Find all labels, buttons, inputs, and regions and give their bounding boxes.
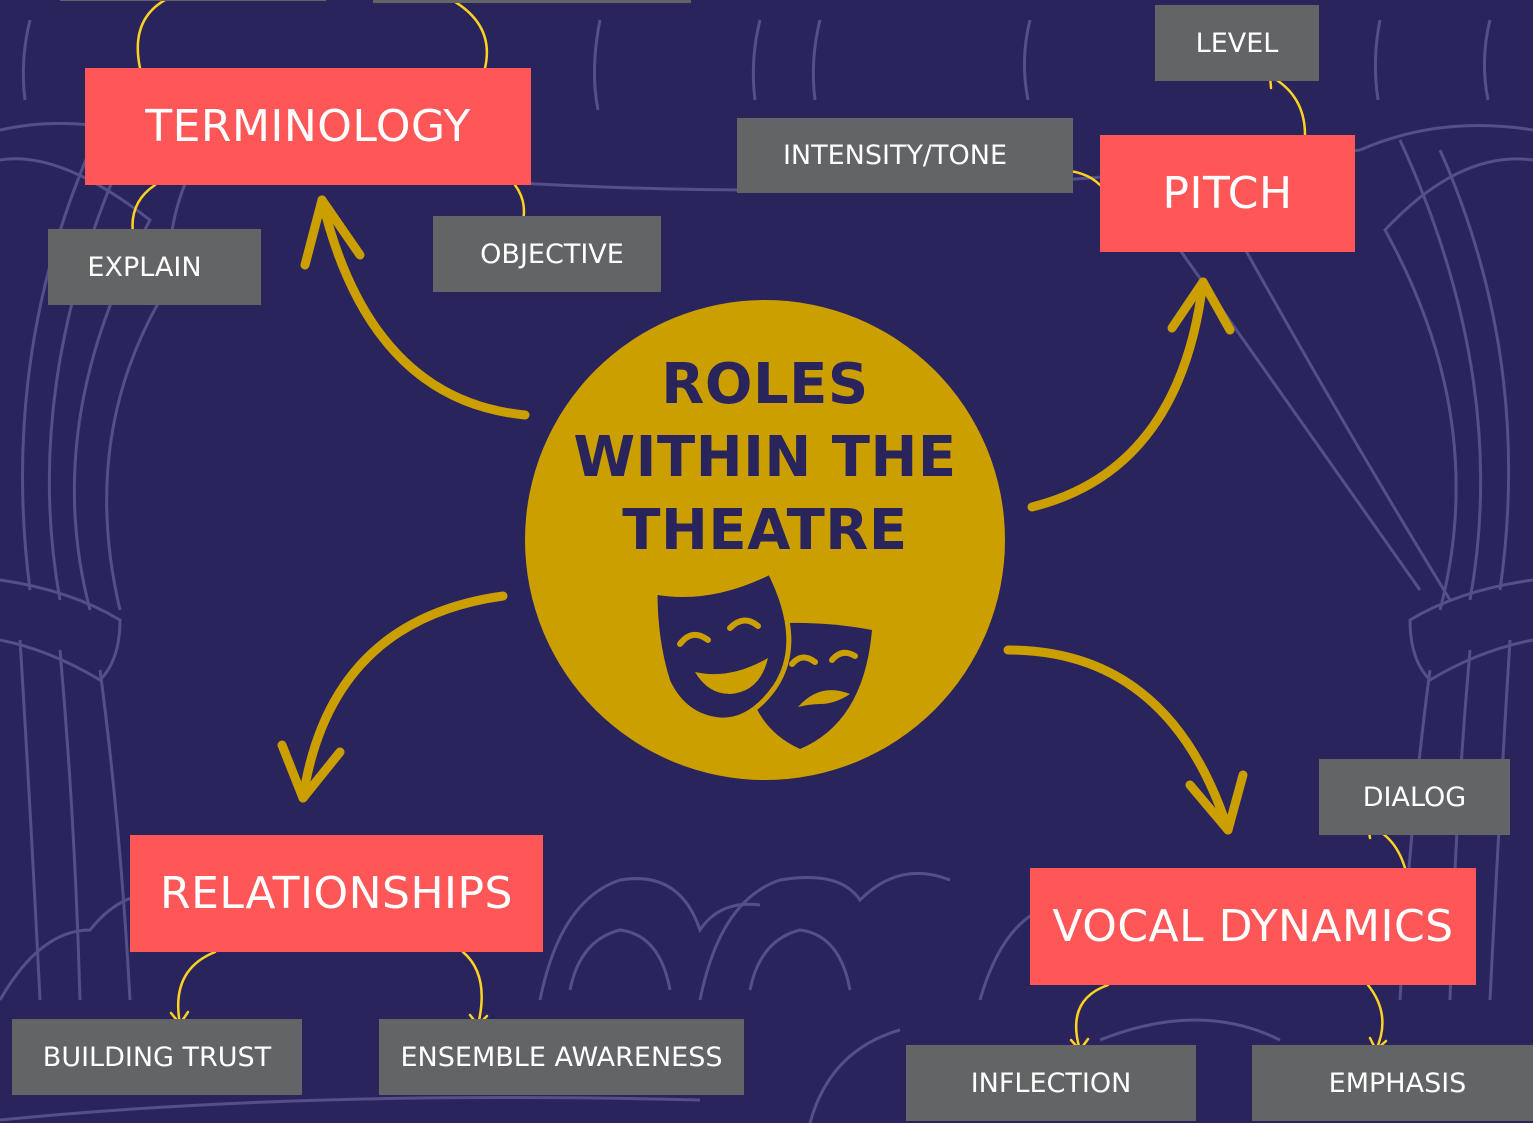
arrow-to-terminology: [300, 195, 530, 420]
node-intensity-tone: INTENSITY/TONE: [737, 118, 1073, 193]
connector-terminology-top-right: [450, 0, 489, 70]
node-ensemble-awareness: ENSEMBLE AWARENESS: [379, 1019, 744, 1095]
center-title: ROLES WITHIN THE THEATRE: [525, 348, 1005, 567]
node-objective: OBJECTIVE: [433, 216, 661, 292]
node-vocal-dynamics: VOCAL DYNAMICS: [1030, 868, 1476, 985]
node-explain: EXPLAIN: [48, 229, 261, 305]
node-relationships: RELATIONSHIPS: [130, 835, 543, 952]
sub-box-top-middle-partial: [373, 0, 691, 3]
theatre-masks-icon: [652, 572, 872, 749]
node-pitch: PITCH: [1100, 135, 1355, 252]
connector-pitch-level: [1268, 74, 1307, 137]
connector-vocal-emphasis: [1366, 983, 1388, 1052]
node-dialog: DIALOG: [1319, 759, 1510, 835]
arrow-to-vocal-dynamics: [1003, 645, 1248, 835]
connector-relationships-building-trust: [169, 950, 217, 1026]
node-level: LEVEL: [1155, 5, 1319, 81]
arrow-to-pitch: [1027, 277, 1235, 512]
node-inflection: INFLECTION: [906, 1045, 1196, 1121]
sub-box-top-left-partial: [60, 0, 326, 1]
node-emphasis: EMPHASIS: [1252, 1045, 1533, 1121]
connector-relationships-ensemble: [461, 950, 489, 1027]
center-title-line-1: ROLES: [661, 352, 869, 417]
connector-terminology-top-left: [136, 0, 167, 70]
center-circle: ROLES WITHIN THE THEATRE: [525, 300, 1005, 780]
center-title-line-2: WITHIN THE: [573, 425, 957, 490]
node-building-trust: BUILDING TRUST: [12, 1019, 302, 1095]
arrow-to-relationships: [277, 591, 508, 803]
node-terminology: TERMINOLOGY: [85, 68, 531, 185]
center-title-line-3: THEATRE: [622, 498, 908, 563]
happy-mask-icon: [652, 572, 792, 723]
